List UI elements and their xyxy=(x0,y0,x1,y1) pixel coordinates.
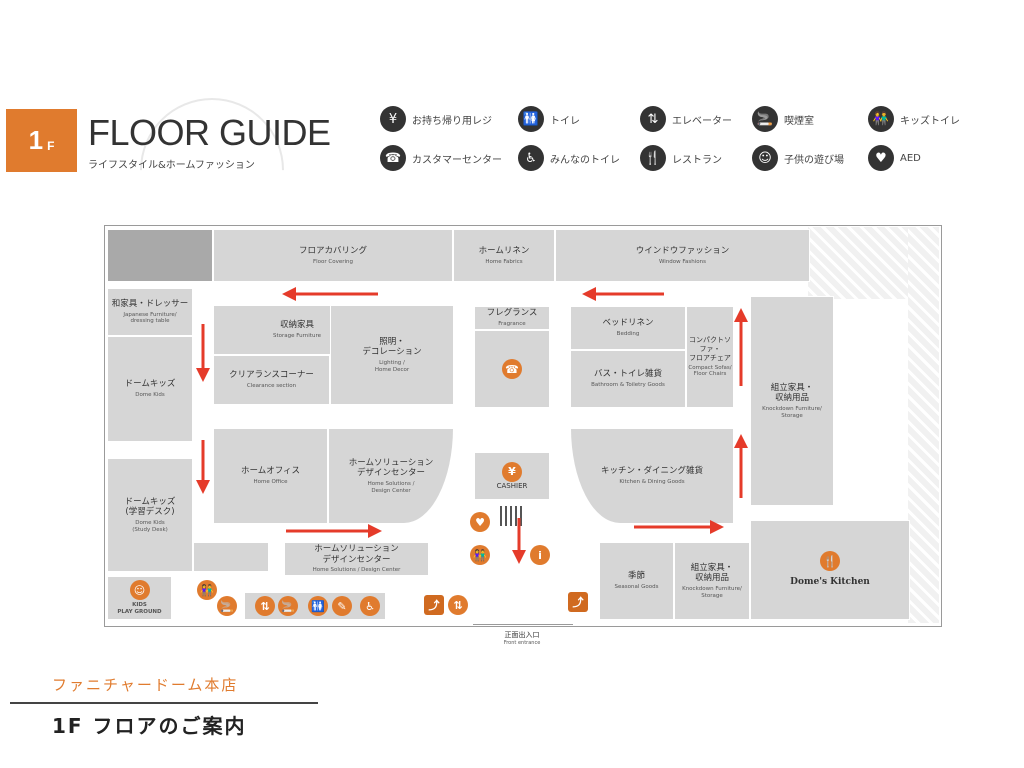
restroom-icon: 🚻 xyxy=(518,106,544,132)
elevator-icon: ⇅ xyxy=(640,106,666,132)
smoking-icon[interactable]: 🚬 xyxy=(217,596,237,616)
legend-label: キッズトイレ xyxy=(900,115,960,127)
legend-item-takeout-register: ¥ お持ち帰り用レジ xyxy=(380,106,492,132)
floor-unit: F xyxy=(47,138,55,153)
escalator-stairs-icon xyxy=(500,506,522,526)
legend-label: みんなのトイレ xyxy=(550,154,620,166)
zone-home-fabrics[interactable]: ホームリネン Home Fabrics xyxy=(453,229,555,282)
hatched-area xyxy=(908,227,939,623)
legend-label: 子供の遊び場 xyxy=(784,154,844,166)
legend-item-smoking: 🚬 喫煙室 xyxy=(752,106,814,132)
page-title: FLOOR GUIDE xyxy=(88,112,331,153)
legend-item-accessible-restroom: ♿ みんなのトイレ xyxy=(518,145,620,171)
accessible-restroom-icon: ♿ xyxy=(518,145,544,171)
zone-customer-center[interactable]: ☎ xyxy=(474,330,550,408)
legend-item-playground: ☺ 子供の遊び場 xyxy=(752,145,844,171)
legend-label: 喫煙室 xyxy=(784,115,814,127)
zone-floor-covering[interactable]: フロアカバリング Floor Covering xyxy=(213,229,453,282)
flow-arrow-left xyxy=(582,287,664,301)
restaurant-icon: 🍴 xyxy=(820,551,840,572)
legend-label: エレベーター xyxy=(672,115,732,127)
zone-window-fashions[interactable]: ウインドウファッション Window Fashions xyxy=(555,229,810,282)
zone-dome-kids[interactable]: ドームキッズ Dome Kids xyxy=(107,336,193,442)
accessible-restroom-icon[interactable]: ♿ xyxy=(360,596,380,616)
zone-domes-kitchen[interactable]: 🍴 Dome's Kitchen xyxy=(750,520,910,620)
flow-arrow-down xyxy=(196,440,210,494)
aed-icon: ♥ xyxy=(868,145,894,171)
legend-item-restaurant: 🍴 レストラン xyxy=(640,145,722,171)
zone-seasonal[interactable]: 季節 Seasonal Goods xyxy=(599,542,674,620)
store-name: ファニチャードーム本店 xyxy=(52,676,239,694)
zone-home-solutions-design-center-2[interactable]: ホームソリューション デザインセンター Home Solutions / Des… xyxy=(284,542,429,576)
flow-arrow-right xyxy=(634,520,724,534)
customer-center-icon: ☎ xyxy=(380,145,406,171)
divider xyxy=(10,702,318,704)
zone-clearance[interactable]: クリアランスコーナー Clearance section xyxy=(213,355,330,405)
legend-label: AED xyxy=(900,152,921,164)
zone-knockdown-storage[interactable]: 組立家具・ 収納用品 Knockdown Furniture/ Storage xyxy=(750,296,834,506)
zone-knockdown-storage-2[interactable]: 組立家具・ 収納用品 Knockdown Furniture/ Storage xyxy=(674,542,750,620)
floor-guide-title: 1F フロアのご案内 xyxy=(52,714,247,738)
zone-fragrance[interactable]: フレグランス Fragrance xyxy=(474,306,550,330)
aed-icon[interactable]: ♥ xyxy=(470,512,490,532)
legend-item-aed: ♥ AED xyxy=(868,145,921,171)
zone-dome-kids-study-ext xyxy=(193,542,269,572)
elevator-icon[interactable]: ⇅ xyxy=(255,596,275,616)
flow-arrow-down xyxy=(196,324,210,382)
kids-restroom-icon[interactable]: 👫 xyxy=(470,545,490,565)
kids-restroom-icon[interactable]: 👫 xyxy=(197,580,217,600)
flow-arrow-right xyxy=(286,524,382,538)
page-subtitle: ライフスタイル&ホームファッション xyxy=(88,160,255,171)
zone-cashier[interactable]: ¥ CASHIER xyxy=(474,452,550,500)
front-entrance[interactable]: 正面出入口 Front entrance xyxy=(503,631,541,646)
zone-bathroom[interactable]: バス・トイレ雑貨 Bathroom & Toiletry Goods xyxy=(570,350,686,408)
kids-restroom-icon: 👫 xyxy=(868,106,894,132)
escalator-icon[interactable]: ⤴ xyxy=(424,595,444,615)
yen-icon: ¥ xyxy=(502,461,522,482)
entrance-marker xyxy=(473,624,573,635)
legend-label: レストラン xyxy=(672,154,722,166)
smoking-room-icon[interactable]: 🚬 xyxy=(278,596,298,616)
information-icon[interactable]: i xyxy=(530,545,550,565)
flow-arrow-left xyxy=(282,287,378,301)
smoking-icon: 🚬 xyxy=(752,106,778,132)
legend-label: カスタマーセンター xyxy=(412,154,502,166)
legend-item-customer-center: ☎ カスタマーセンター xyxy=(380,145,502,171)
customer-center-icon: ☎ xyxy=(502,359,522,379)
legend-item-elevator: ⇅ エレベーター xyxy=(640,106,732,132)
legend-item-restroom: 🚻 トイレ xyxy=(518,106,580,132)
zone-compact-sofas[interactable]: コンパクトソファ・ フロアチェア Compact Sofas/ Floor Ch… xyxy=(686,306,734,408)
elevator-icon[interactable]: ⇅ xyxy=(448,595,468,615)
zone-dark-block xyxy=(107,229,213,282)
flow-arrow-up xyxy=(734,434,748,498)
zone-home-office[interactable]: ホームオフィス Home Office xyxy=(213,428,328,524)
zone-japanese-furniture[interactable]: 和家具・ドレッサー Japanese Furniture/ dressing t… xyxy=(107,288,193,336)
floor-badge: 1 F xyxy=(6,109,77,172)
zone-bedding[interactable]: ベッドリネン Bedding xyxy=(570,306,686,350)
zone-dome-kids-study[interactable]: ドームキッズ (学習デスク) Dome Kids (Study Desk) xyxy=(107,458,193,572)
escalator-icon[interactable]: ⤴ xyxy=(568,592,588,612)
legend-label: トイレ xyxy=(550,115,580,127)
playground-icon: ☺ xyxy=(752,145,778,171)
zone-kids-playground[interactable]: ☺ KIDS PLAY GROUND xyxy=(107,576,172,620)
zone-lighting[interactable]: 照明・ デコレーション Lighting / Home Decor xyxy=(330,305,454,405)
restaurant-icon: 🍴 xyxy=(640,145,666,171)
nursing-room-icon[interactable]: ✎ xyxy=(332,596,352,616)
legend-label: お持ち帰り用レジ xyxy=(412,115,492,127)
yen-icon: ¥ xyxy=(380,106,406,132)
floor-number: 1 xyxy=(28,125,44,155)
flow-arrow-down xyxy=(512,518,526,564)
zone-kitchen-dining[interactable]: キッチン・ダイニング雑貨 Kitchen & Dining Goods xyxy=(570,428,734,524)
restroom-icon[interactable]: 🚻 xyxy=(308,596,328,616)
flow-arrow-up xyxy=(734,308,748,386)
legend-item-kids-restroom: 👫 キッズトイレ xyxy=(868,106,960,132)
playground-icon: ☺ xyxy=(129,580,150,601)
